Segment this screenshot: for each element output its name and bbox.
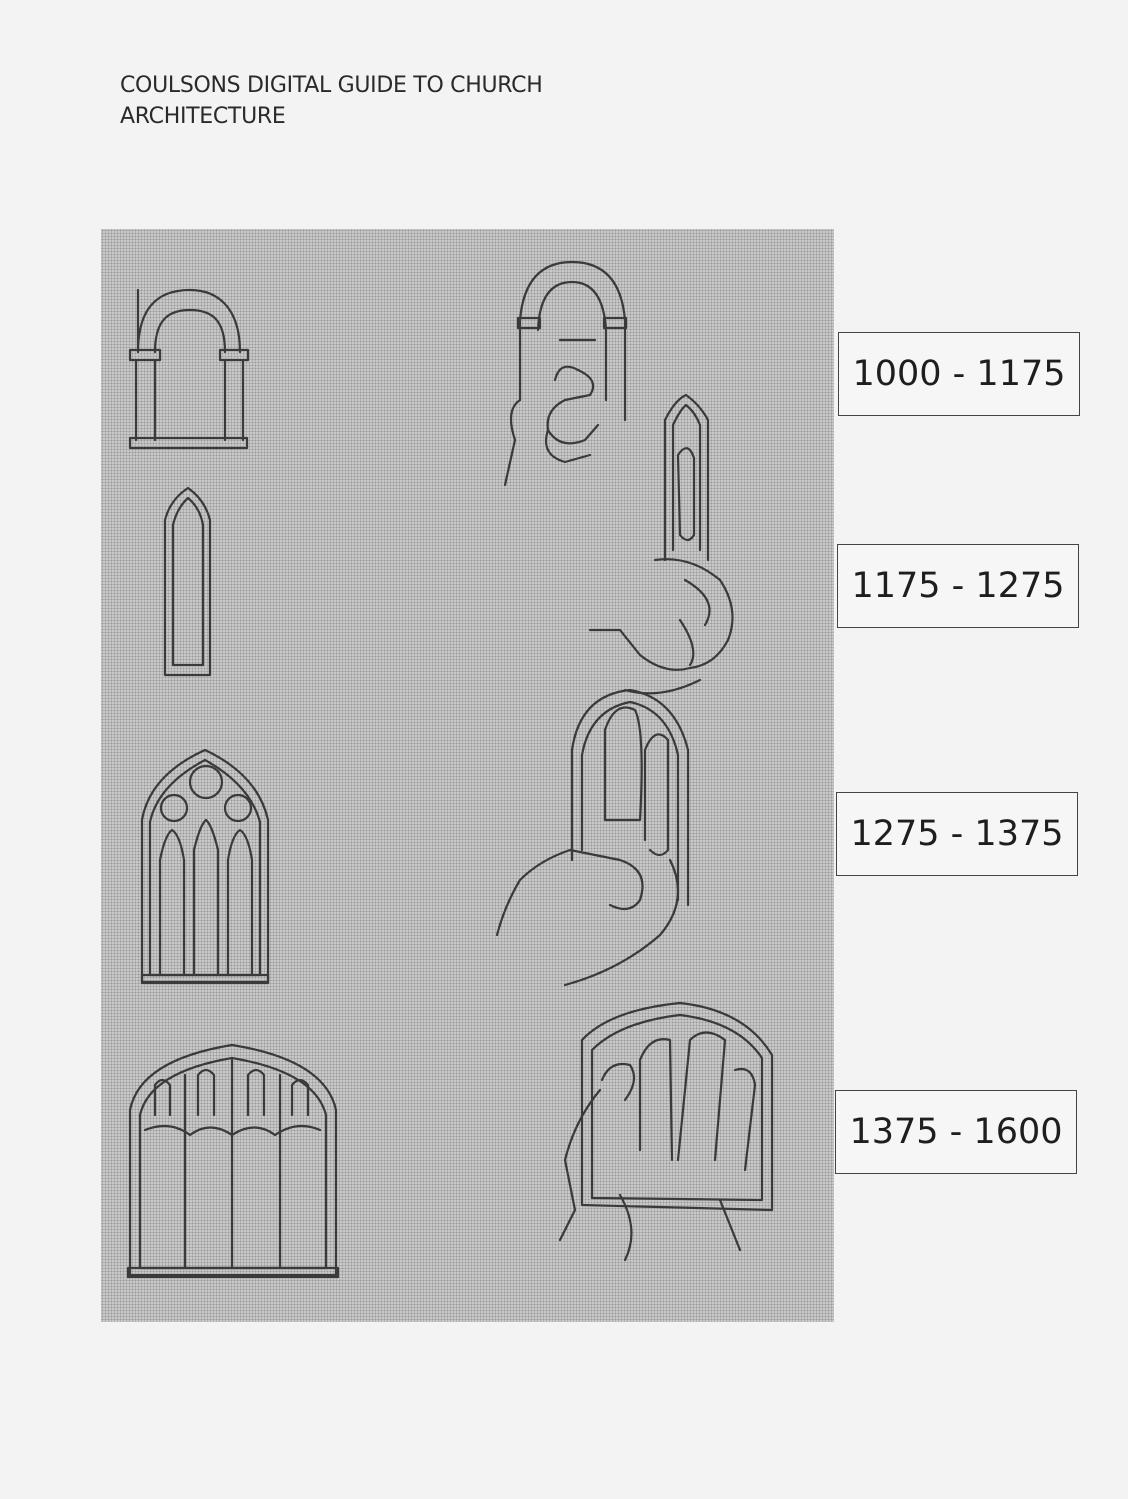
period-label-1375-1600[interactable]: 1375 - 1600 xyxy=(835,1090,1077,1174)
perpendicular-window-icon xyxy=(126,1043,340,1279)
fist-round-arch-icon xyxy=(503,260,628,487)
period-label-1000-1175[interactable]: 1000 - 1175 xyxy=(838,332,1080,416)
illustration-panel xyxy=(101,229,834,1322)
title-line-1: COULSONS DIGITAL GUIDE TO CHURCH xyxy=(120,73,543,98)
two-fingers-tracery-icon xyxy=(495,688,690,987)
title-line-2: ARCHITECTURE xyxy=(120,104,286,129)
period-label-1175-1275[interactable]: 1175 - 1275 xyxy=(837,544,1079,628)
geometric-tracery-window-icon xyxy=(140,748,270,985)
period-label-text: 1000 - 1175 xyxy=(852,354,1066,394)
period-label-1275-1375[interactable]: 1275 - 1375 xyxy=(836,792,1078,876)
page-title: COULSONS DIGITAL GUIDE TO CHURCH ARCHITE… xyxy=(120,70,543,132)
pointing-finger-lancet-icon xyxy=(588,393,734,695)
round-arch-window-icon xyxy=(128,288,250,450)
period-label-text: 1175 - 1275 xyxy=(851,566,1065,606)
period-label-text: 1275 - 1375 xyxy=(850,814,1064,854)
period-label-text: 1375 - 1600 xyxy=(849,1112,1063,1152)
lancet-window-icon xyxy=(163,486,212,677)
open-hand-perpendicular-icon xyxy=(558,1001,774,1262)
